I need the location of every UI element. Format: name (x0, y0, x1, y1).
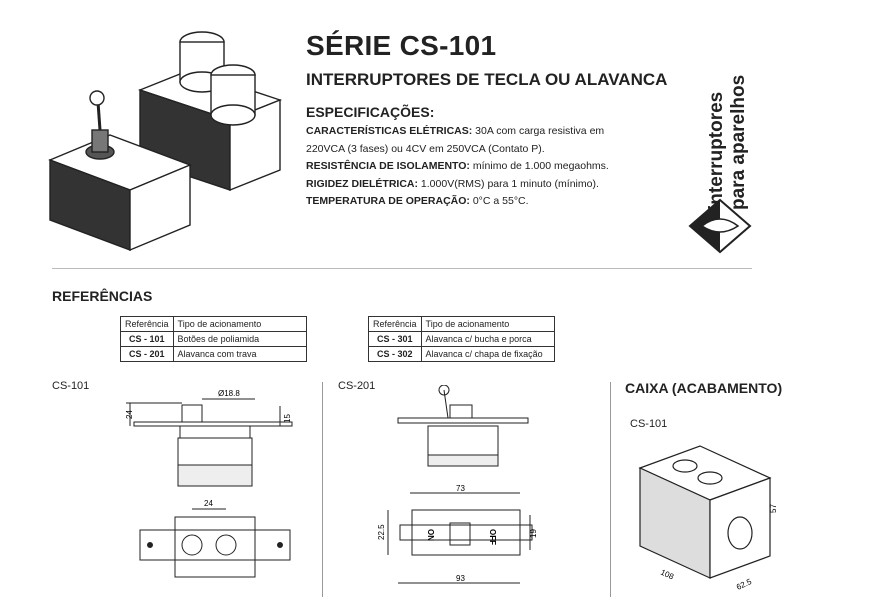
label-off: OFF (488, 529, 497, 545)
cs201-drawing: 73 93 22.5 19 ON OFF (377, 385, 538, 584)
brand-line2: para aparelhos (728, 75, 749, 210)
page-subtitle: INTERRUPTORES DE TECLA OU ALAVANCA (306, 70, 668, 89)
dim-height-2: 15 (283, 414, 292, 423)
references-heading: REFERÊNCIAS (52, 288, 153, 304)
vertical-divider (322, 382, 323, 597)
dim-width-93: 93 (456, 574, 465, 583)
caixa-drawing: 108 62.5 57 (638, 445, 778, 592)
cs101-label: CS-101 (52, 380, 90, 392)
dim-height-19: 19 (529, 529, 538, 538)
cs201-label: CS-201 (338, 380, 376, 392)
product-illustration (48, 31, 283, 252)
section-divider (52, 268, 752, 269)
label-on: ON (426, 529, 435, 541)
dim-box-height: 57 (769, 504, 778, 513)
dim-height-22: 22.5 (377, 524, 386, 540)
spec-item: RESISTÊNCIA DE ISOLAMENTO: mínimo de 1.0… (306, 160, 609, 172)
brand-logo-icon (688, 198, 752, 254)
brand-line1: interruptores (706, 92, 727, 210)
caixa-heading: CAIXA (ACABAMENTO) (625, 380, 783, 396)
page-title: SÉRIE CS-101 (306, 30, 497, 61)
dim-diameter: Ø18.8 (218, 389, 240, 398)
dim-box-depth: 62.5 (735, 577, 753, 592)
dim-height: 24 (125, 410, 134, 419)
spec-item: CARACTERÍSTICAS ELÉTRICAS: 30A com carga… (306, 125, 605, 155)
caixa-label: CS-101 (630, 418, 668, 430)
dim-box-width: 108 (659, 568, 675, 582)
vertical-divider (610, 382, 611, 597)
specs-list: CARACTERÍSTICAS ELÉTRICAS: 30A com carga… (306, 123, 636, 211)
spec-item: RIGIDEZ DIELÉTRICA: 1.000V(RMS) para 1 m… (306, 177, 599, 190)
dim-width: 24 (204, 499, 213, 508)
brand-mark: interruptores para aparelhos (706, 75, 749, 210)
specs-heading: ESPECIFICAÇÕES: (306, 104, 435, 120)
spec-item: TEMPERATURA DE OPERAÇÃO: 0°C a 55°C. (306, 195, 529, 207)
dim-width-73: 73 (456, 484, 465, 493)
cs101-drawing: Ø18.8 24 15 24 (125, 389, 293, 578)
